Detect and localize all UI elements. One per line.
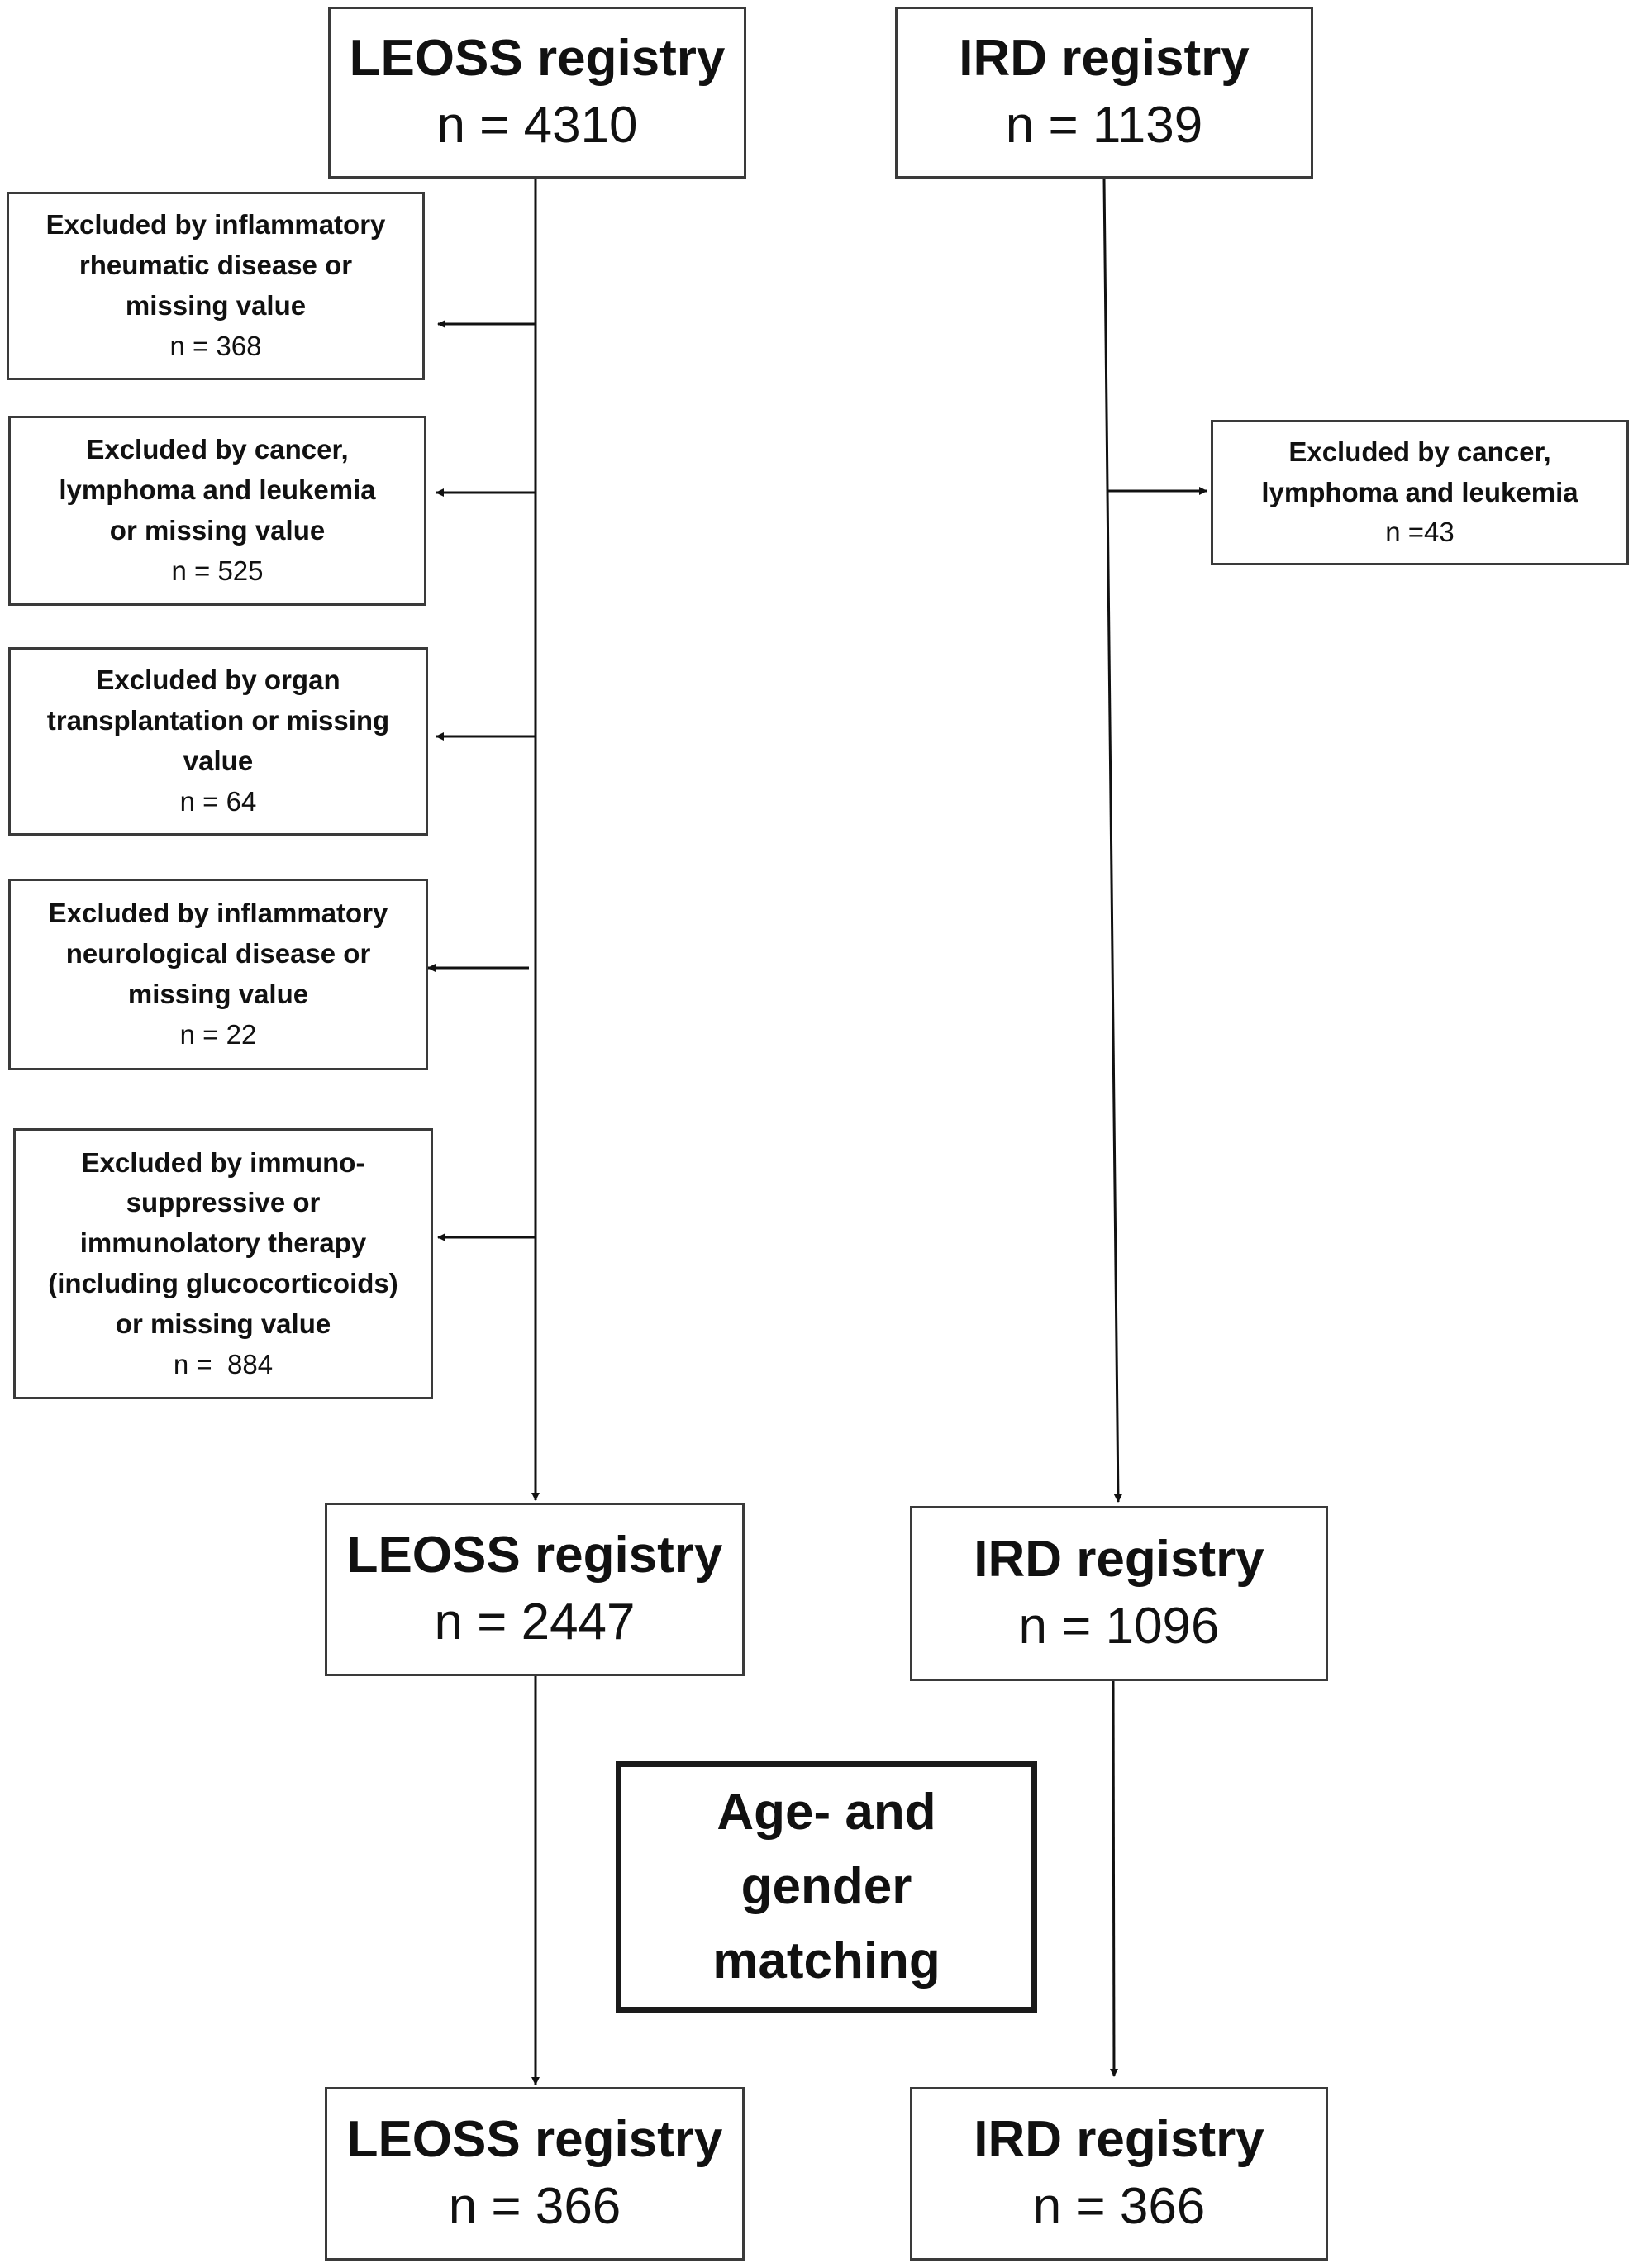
leoss-start-title: LEOSS registry (349, 30, 726, 88)
leoss-mid-title: LEOSS registry (346, 1527, 723, 1584)
exclusion-line: (including glucocorticoids) (48, 1268, 398, 1298)
matching-line: Age- and (717, 1784, 936, 1842)
ird-exclusion-box: Excluded by cancer, lymphoma and leukemi… (1211, 420, 1629, 565)
leoss-start-n: n = 4310 (436, 97, 638, 154)
ird-mid-title: IRD registry (974, 1531, 1264, 1589)
ird-start-title: IRD registry (959, 30, 1250, 88)
exclusion-line: transplantation or missing (46, 705, 390, 736)
exclusion-line: Excluded by cancer, (86, 434, 349, 465)
exclusion-box-neurological: Excluded by inflammatory neurological di… (8, 879, 428, 1070)
exclusion-line: Excluded by inflammatory (45, 209, 386, 241)
exclusion-box-rheumatic: Excluded by inflammatory rheumatic disea… (7, 192, 425, 380)
exclusion-box-cancer: Excluded by cancer, lymphoma and leukemi… (8, 416, 426, 606)
exclusion-count: n = 884 (173, 1348, 274, 1379)
leoss-final-n: n = 366 (448, 2178, 621, 2235)
exclusion-line: or missing value (115, 1308, 331, 1339)
exclusion-line: missing value (125, 290, 307, 321)
leoss-start-box: LEOSS registry n = 4310 (328, 7, 746, 179)
leoss-final-box: LEOSS registry n = 366 (325, 2087, 745, 2261)
exclusion-box-transplant: Excluded by organ transplantation or mis… (8, 647, 428, 836)
exclusion-line: or missing value (109, 515, 326, 546)
age-gender-matching-box: Age- and gender matching (616, 1761, 1037, 2013)
ird-final-box: IRD registry n = 366 (910, 2087, 1328, 2261)
ird-mid-n: n = 1096 (1018, 1598, 1220, 1655)
exclusion-line: Excluded by immuno- (81, 1146, 365, 1178)
exclusion-line: suppressive or (126, 1187, 321, 1218)
ird-final-line (1109, 1680, 1118, 2077)
ird-start-box: IRD registry n = 1139 (895, 7, 1313, 179)
exclusion-count: n =43 (1385, 517, 1455, 548)
exclusion-count: n = 368 (169, 330, 262, 361)
exclusion-line: rheumatic disease or (79, 250, 353, 281)
exclusion-box-immunosuppressive: Excluded by immuno- suppressive or immun… (13, 1128, 433, 1399)
exclusion-line: lymphoma and leukemia (1261, 476, 1578, 507)
leoss-mid-box: LEOSS registry n = 2447 (325, 1503, 745, 1676)
ird-final-title: IRD registry (974, 2111, 1264, 2169)
leoss-mid-n: n = 2447 (434, 1594, 636, 1651)
exclusion-line: Excluded by cancer, (1288, 436, 1551, 467)
exclusion-count: n = 525 (171, 555, 264, 586)
exclusion-line: Excluded by organ (96, 665, 340, 696)
exclusion-line: Excluded by inflammatory (48, 898, 388, 929)
exclusion-line: neurological disease or (65, 938, 371, 970)
ird-mid-box: IRD registry n = 1096 (910, 1506, 1328, 1681)
ird-main-line (1102, 178, 1122, 1503)
exclusion-line: value (183, 746, 254, 776)
ird-final-n: n = 366 (1032, 2178, 1206, 2235)
exclusion-count: n = 64 (179, 785, 257, 817)
ird-start-n: n = 1139 (1005, 97, 1203, 154)
exclusion-line: lymphoma and leukemia (59, 474, 376, 506)
exclusion-count: n = 22 (179, 1018, 257, 1050)
exclusion-line: immunolatory therapy (79, 1227, 367, 1259)
matching-line: matching (712, 1932, 940, 1989)
matching-line: gender (740, 1858, 912, 1916)
exclusion-line: missing value (127, 979, 309, 1009)
leoss-final-title: LEOSS registry (346, 2111, 723, 2169)
